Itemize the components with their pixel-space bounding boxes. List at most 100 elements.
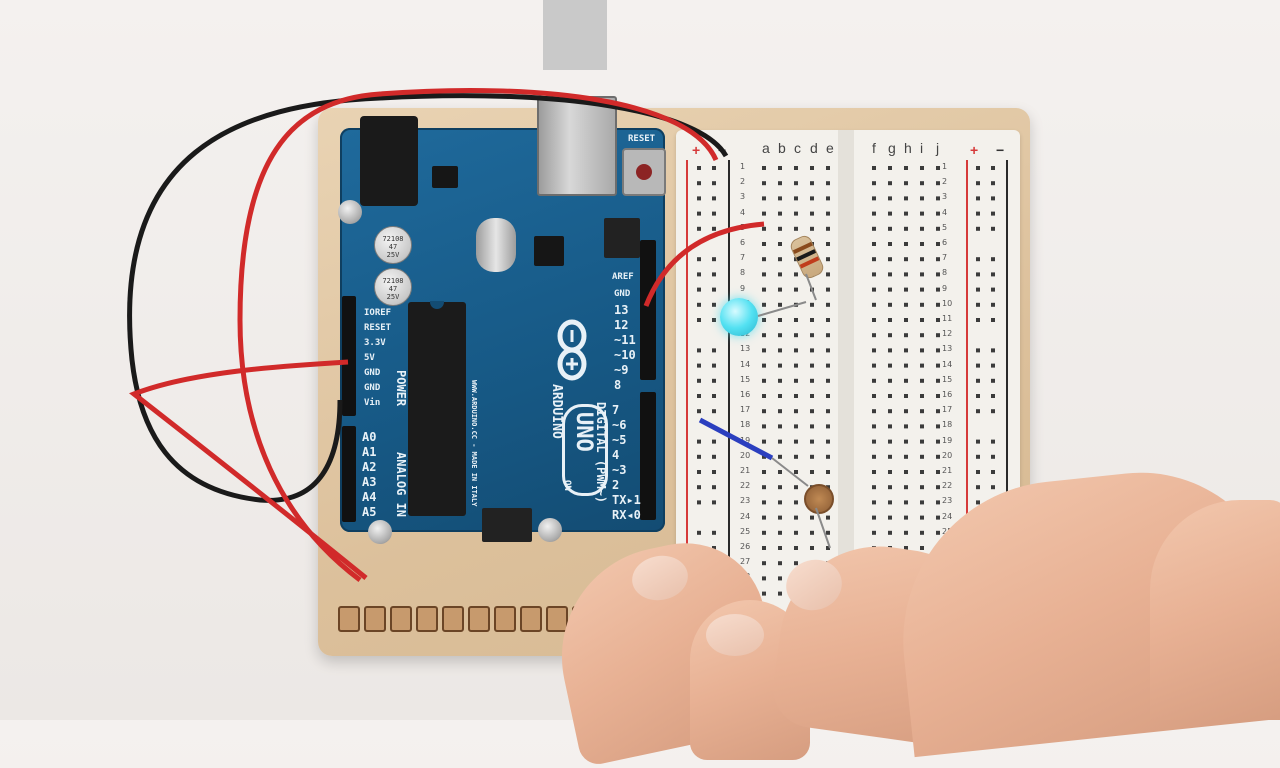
analog-pin-label: A0 [362,430,377,444]
breadboard-hole [778,302,782,307]
breadboard-hole [778,409,782,414]
breadboard-hole [872,530,876,535]
red-wire-5v [129,359,368,580]
gnd-label: GND [614,289,631,299]
breadboard-hole [936,409,940,414]
breadboard-hole [888,363,892,368]
analog-pin-label: A2 [362,460,377,474]
breadboard-hole [697,530,701,535]
row-number: 23 [740,496,751,506]
breadboard-hole [697,363,701,368]
breadboard-hole [762,333,766,338]
breadboard-hole [762,272,766,277]
breadboard-hole [826,530,830,535]
row-number: 3 [942,192,948,202]
fingernail [706,614,764,656]
breadboard-hole [697,409,701,414]
breadboard-hole [991,470,995,474]
reset-button[interactable] [622,148,666,196]
breadboard-hole [991,485,995,490]
breadboard-hole [888,470,892,474]
breadboard-hole [810,515,814,520]
breadboard-hole [991,318,995,322]
breadboard-hole [810,348,814,353]
breadboard-hole [826,439,830,444]
breadboard-hole [976,302,980,307]
breadboard-hole [936,181,940,186]
analog-pin-label: A1 [362,445,377,459]
breadboard-hole [920,470,924,474]
breadboard-hole [762,409,766,414]
breadboard-hole [976,318,980,322]
blue-wire [698,417,774,461]
mounting-screw [338,200,362,224]
digital-pin-label: ~3 [612,463,627,477]
row-number: 15 [740,374,751,384]
breadboard-hole [904,242,908,246]
breadboard-hole [712,226,716,231]
breadboard-hole [826,333,830,338]
breadboard-hole [712,439,716,444]
row-number: 19 [740,435,751,445]
breadboard-hole [794,287,798,292]
breadboard-hole [872,166,876,170]
breadboard-hole [794,546,798,550]
breadboard-hole [936,302,940,307]
breadboard-hole [794,211,798,216]
row-number: 22 [942,481,953,491]
column-letter: d [810,140,818,156]
reset-label: RESET [628,134,656,144]
breadboard-hole [976,500,980,505]
breadboard-hole [697,226,701,231]
breadboard-hole [810,226,814,231]
breadboard-hole [936,424,940,429]
breadboard-hole [904,257,908,262]
digital-pin-label: RX◂0 [612,508,641,522]
red-wire-long [237,87,719,582]
breadboard-hole [936,333,940,338]
power-pin-label: GND [364,383,381,393]
digital-pin-label: ~5 [612,433,627,447]
breadboard-hole [904,333,908,338]
breadboard-hole [778,454,782,459]
breadboard-hole [762,196,766,201]
breadboard-hole [778,500,782,505]
power-header [342,296,356,416]
digital-pin-label: 13 [614,303,629,317]
breadboard-hole [810,394,814,398]
breadboard-hole [920,333,924,338]
breadboard-hole [778,333,782,338]
row-number: 24 [740,511,751,521]
row-number: 16 [942,390,953,399]
row-number: 23 [942,496,953,506]
breadboard-hole [762,226,766,231]
breadboard-hole [712,166,716,170]
breadboard-hole [872,409,876,414]
breadboard-hole [991,166,995,170]
breadboard-hole [778,181,782,186]
icsp-header [604,218,640,258]
breadboard-hole [904,181,908,186]
breadboard-hole [762,287,766,292]
row-number: 1 [942,162,948,171]
breadboard-hole [936,226,940,231]
breadboard-hole [712,470,716,474]
blue-led [720,298,758,336]
breadboard-hole [762,363,766,368]
row-number: 20 [740,450,751,460]
breadboard-hole [712,211,716,216]
rail-plus-sign: + [970,142,979,158]
breadboard-hole [697,394,701,398]
breadboard-hole [762,576,766,581]
breadboard-hole [778,318,782,322]
column-letter: g [888,140,896,156]
breadboard-hole [762,591,766,596]
breadboard-hole [991,196,995,201]
breadboard-hole [794,454,798,459]
digital-pin-label: 12 [614,318,629,332]
breadboard-hole [712,272,716,277]
breadboard-hole [697,196,701,201]
breadboard-hole [991,348,995,353]
breadboard-hole [810,530,814,535]
breadboard-hole [904,439,908,444]
